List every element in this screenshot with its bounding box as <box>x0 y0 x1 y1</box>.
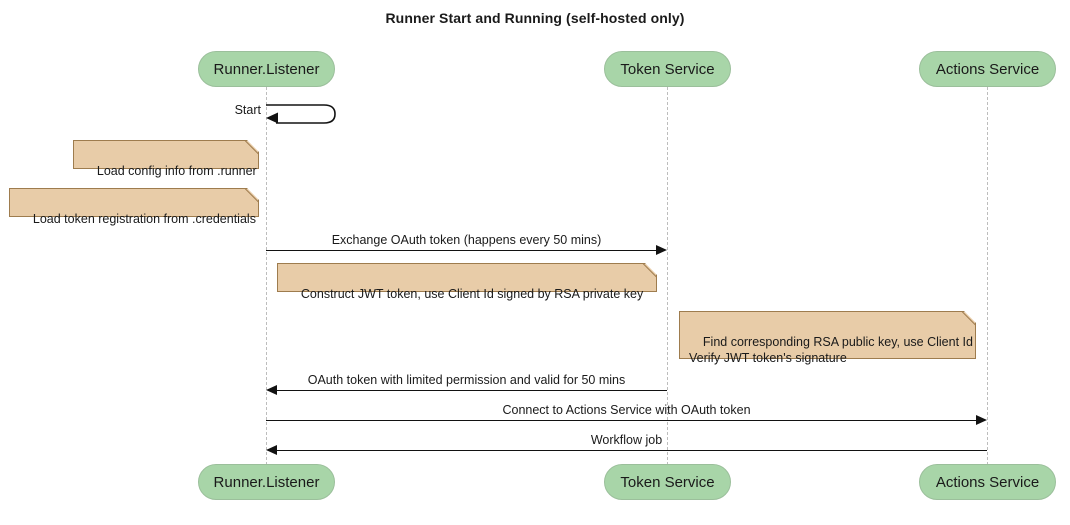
lifeline-token <box>667 87 668 465</box>
self-message-start <box>266 103 340 127</box>
message-label-exchange-oauth: Exchange OAuth token (happens every 50 m… <box>331 233 602 247</box>
message-label-connect-actions: Connect to Actions Service with OAuth to… <box>502 403 751 417</box>
note-fold-icon <box>640 263 657 280</box>
message-label-workflow-job: Workflow job <box>590 433 663 447</box>
arrow-head-left-workflow-job <box>266 445 277 455</box>
note-construct-jwt: Construct JWT token, use Client Id signe… <box>277 263 657 301</box>
message-line-workflow-job <box>277 450 987 451</box>
participant-label: Runner.Listener <box>213 473 320 491</box>
note-text: Construct JWT token, use Client Id signe… <box>300 287 644 301</box>
participant-label: Runner.Listener <box>213 60 320 78</box>
participant-runner-top[interactable]: Runner.Listener <box>198 51 335 87</box>
participant-runner-bottom[interactable]: Runner.Listener <box>198 464 335 500</box>
note-text: Load config info from .runner <box>96 164 257 178</box>
note-load-config: Load config info from .runner <box>73 140 259 178</box>
participant-actions-bottom[interactable]: Actions Service <box>919 464 1056 500</box>
note-load-token-registration: Load token registration from .credential… <box>9 188 259 226</box>
message-line-connect-actions <box>266 420 976 421</box>
message-label-oauth-token-return: OAuth token with limited permission and … <box>307 373 626 387</box>
arrow-head-right-connect-actions <box>976 415 987 425</box>
message-line-oauth-token-return <box>277 390 667 391</box>
participant-label: Token Service <box>620 473 715 491</box>
participant-label: Token Service <box>620 60 715 78</box>
message-line-exchange-oauth <box>266 250 656 251</box>
participant-label: Actions Service <box>935 60 1040 78</box>
note-fold-icon <box>242 140 259 157</box>
note-text: Load token registration from .credential… <box>32 212 256 226</box>
arrow-head-left-oauth-token-return <box>266 385 277 395</box>
self-loop-icon <box>266 104 336 124</box>
lifeline-runner <box>266 87 267 465</box>
message-label-start: Start <box>234 103 261 117</box>
note-text: Find corresponding RSA public key, use C… <box>689 335 973 365</box>
arrow-head-right-exchange-oauth <box>656 245 667 255</box>
participant-actions-top[interactable]: Actions Service <box>919 51 1056 87</box>
note-verify-jwt: Find corresponding RSA public key, use C… <box>679 311 976 365</box>
lifeline-actions <box>987 87 988 465</box>
note-fold-icon <box>242 188 259 205</box>
participant-label: Actions Service <box>935 473 1040 491</box>
note-fold-icon <box>959 311 976 328</box>
participant-token-bottom[interactable]: Token Service <box>604 464 731 500</box>
participant-token-top[interactable]: Token Service <box>604 51 731 87</box>
page-title: Runner Start and Running (self-hosted on… <box>385 10 685 26</box>
